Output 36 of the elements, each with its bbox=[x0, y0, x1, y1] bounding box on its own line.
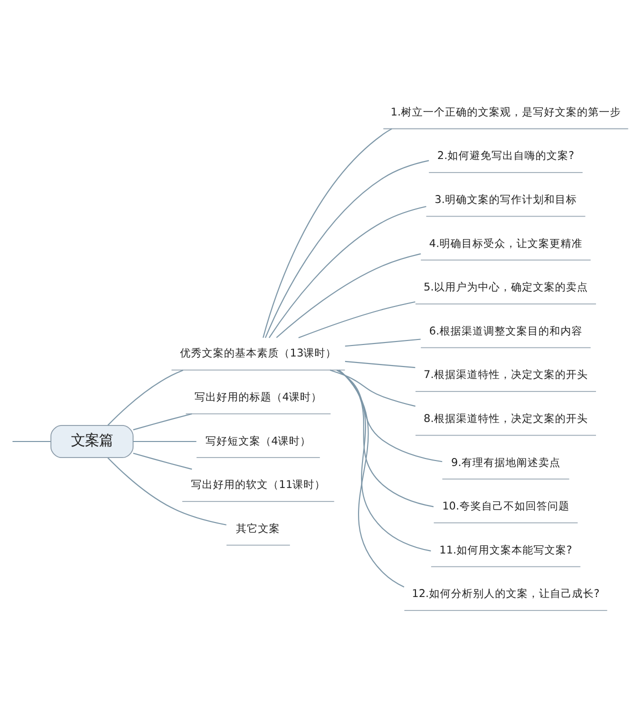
connector bbox=[262, 128, 392, 338]
node-box: 文案篇 bbox=[50, 425, 134, 458]
connector bbox=[268, 206, 426, 338]
connector bbox=[264, 160, 429, 338]
node-text: 2.如何避免写出自嗨的文案? bbox=[437, 149, 574, 162]
connector bbox=[336, 370, 442, 462]
connector bbox=[108, 370, 184, 426]
node-text: 6.根据渠道调整文案目的和内容 bbox=[429, 324, 582, 338]
connector bbox=[345, 360, 416, 368]
node-text: 写出好用的软文（11课时） bbox=[190, 478, 326, 492]
node-text: 写出好用的标题（4课时） bbox=[194, 390, 322, 404]
node-text: 3.明确文案的写作计划和目标 bbox=[434, 193, 577, 206]
node-text: 4.明确目标受众，让文案更精准 bbox=[429, 236, 582, 250]
node-text: 写好短文案（4课时） bbox=[205, 434, 312, 448]
connector bbox=[276, 253, 421, 338]
node-text: 11.如何用文案本能写文案? bbox=[439, 543, 572, 556]
node-text: 优秀文案的基本素质（13课时） bbox=[180, 346, 337, 360]
connector bbox=[345, 338, 421, 347]
connector bbox=[298, 301, 416, 338]
node-text: 10.夸奖自己不如回答问题 bbox=[442, 500, 570, 513]
connector bbox=[330, 370, 416, 407]
node-text: 9.有理有据地阐述卖点 bbox=[451, 456, 560, 469]
connector bbox=[338, 370, 431, 552]
connector bbox=[12, 440, 51, 442]
connector bbox=[338, 370, 434, 508]
node-text: 8.根据渠道特性，决定文案的开头 bbox=[424, 412, 588, 425]
connector bbox=[133, 413, 192, 430]
node-text: 其它文案 bbox=[236, 522, 280, 535]
connector bbox=[133, 452, 192, 470]
node-text: 7.根据渠道特性，决定文案的开头 bbox=[424, 368, 588, 382]
connector bbox=[133, 440, 196, 442]
node-text: 1.树立一个正确的文案观，是写好文案的第一步 bbox=[390, 105, 621, 118]
node-text: 5.以用户为中心，确定文案的卖点 bbox=[424, 280, 588, 294]
connector bbox=[108, 457, 226, 526]
connector bbox=[338, 370, 404, 588]
node-text: 12.如何分析别人的文案，让自己成长? bbox=[412, 587, 600, 600]
